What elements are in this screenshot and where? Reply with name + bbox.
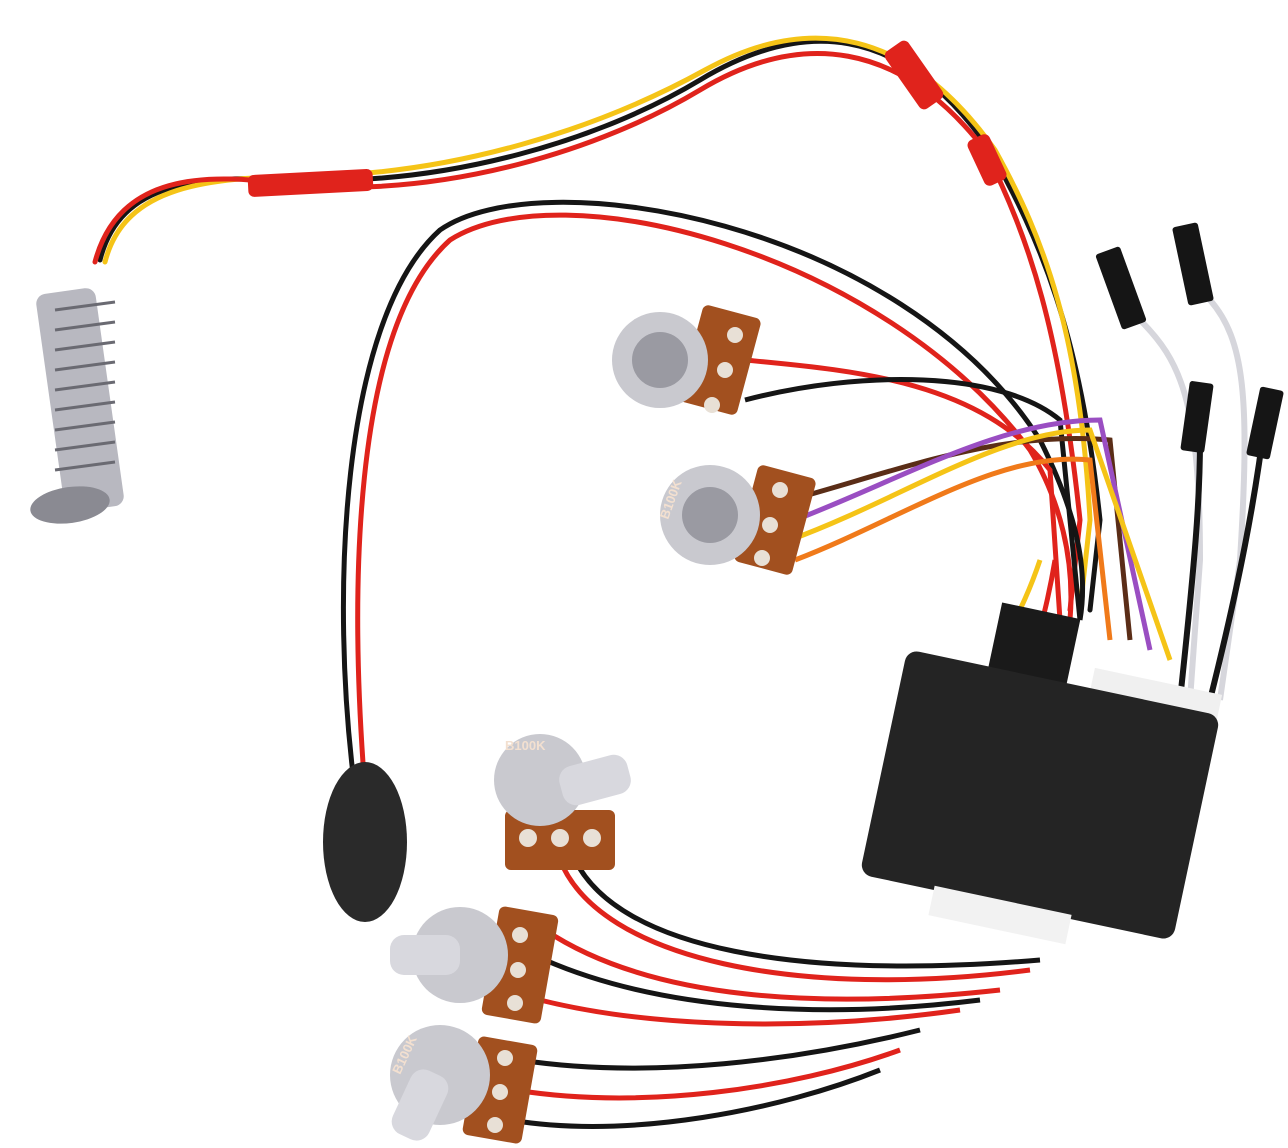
dupont-connectors [1095,222,1284,460]
white-lead-wires [1137,298,1268,701]
potentiometer-1 [612,305,761,415]
jack-wire-bundle [92,35,1103,613]
battery-clip [323,762,407,922]
potentiometer-3: B100K [494,734,631,870]
pot-3-label: B100K [505,738,546,753]
preamp-box [861,602,1223,945]
potentiometer-4 [390,906,559,1024]
bottom-wire-bundle [509,858,1041,1129]
potentiometer-2: B100K [657,465,816,575]
output-jack [30,288,124,524]
pot-signal-wires [744,357,1173,661]
battery-wire-loop [340,199,1086,791]
potentiometer-5: B100K [389,1025,538,1144]
